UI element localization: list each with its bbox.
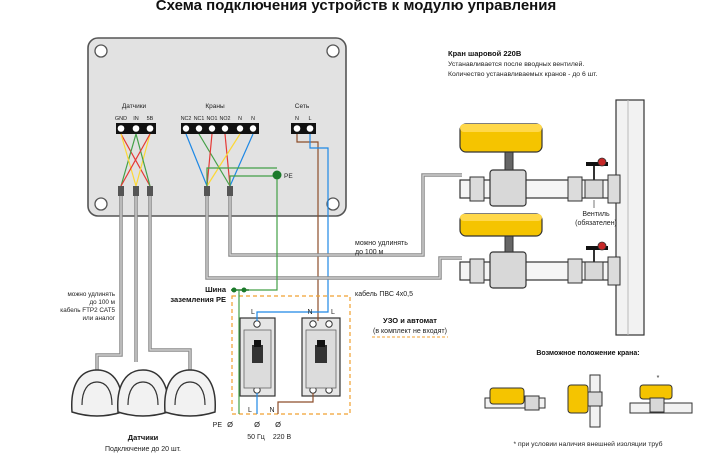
valve-cables-inner [206,174,462,279]
uzo-label-line2: (в комплект не входят) [373,328,447,335]
screw-icon [94,44,108,58]
uzo-label-line1: УЗО и автомат [383,316,437,325]
valve-position-horizontal [484,387,546,411]
sensors-group-label: Датчики [122,103,147,110]
ventil-label-line1: Вентиль [582,211,610,218]
pin-label: L [308,116,311,122]
pe-bus-label-line1: Шина [205,285,227,294]
valve-wires [185,133,254,187]
phi-symbol: Ø [275,420,281,429]
extend-sensor-line1: можно удлинять [67,291,115,298]
diagram-title: Схема подключения устройств к модулю упр… [156,0,556,14]
output-wire-n [277,393,314,414]
pin-label: N [238,116,242,122]
leak-sensor [117,369,169,417]
pin-label: N [251,116,255,122]
pin-label: IN [133,116,139,122]
valves-group-label: Краны [205,103,225,110]
sensor-wires [120,133,151,187]
valve-position-inverted: * [629,375,693,414]
manual-valve [584,241,608,281]
mains-wire-n [296,134,319,300]
sensor-terminal-block [116,123,156,134]
valve-note-line2: Количество устанавливаемых кранов - до 6… [448,71,597,78]
pe-bus-wire [246,179,278,291]
rcd-uzo [301,317,341,397]
control-module: Датчики Краны Сеть GND IN 5B NC2 NC1 NO1… [87,37,347,300]
pe-wires [206,167,277,186]
valve-note-title: Кран шаровой 220В [448,49,522,58]
breaker-l-top-label: L [251,309,255,316]
sensor-cables-inner [96,196,191,372]
mains-wire-l [309,134,329,300]
sensors-footer-subtitle: Подключение до 20 шт. [105,446,181,453]
circuit-breaker [239,317,276,397]
pin-label: NC2 [181,116,192,122]
voltage-label: 220 В [273,434,292,441]
screw-icon [326,197,340,211]
manual-valve [584,157,608,199]
valve-position-vertical [567,374,603,428]
insulation-note: * при условии наличия внешней изоляции т… [513,440,662,448]
valve-note-line1: Устанавливается после вводных вентилей. [448,60,584,68]
pin-label: 5B [147,116,154,122]
extend-sensor-line3: кабель FTP2 CAT5 [60,306,115,314]
pin-label: N [295,116,299,122]
valve-terminal-block [181,123,259,134]
cable-pvs-label: кабель ПВС 4х0,5 [355,290,413,298]
extend-sensor-line2: до 100 м [89,299,115,306]
rcd-n-top-label: N [307,309,312,316]
leak-sensor [164,369,216,417]
pe-bus-terminal [231,287,237,293]
pe-bus-label-line2: заземления PE [170,295,226,304]
breakers-dashed-area [231,295,351,415]
asterisk: * [657,375,660,382]
cable-gland [147,186,153,196]
cable-gland [133,186,139,196]
breaker-n-bottom-label: N [269,407,274,414]
mains-group-label: Сеть [295,103,310,110]
cable-gland [204,186,210,196]
screw-icon [326,44,340,58]
pe-label: PE [284,173,293,180]
pin-label: NC1 [194,116,205,122]
screw-icon [94,197,108,211]
positions-title: Возможное положение крана: [536,350,639,357]
sensors-footer-title: Датчики [128,433,159,442]
pe-bottom-label: PE [213,422,223,429]
extend-valve-line1: можно удлинять [355,240,408,247]
pin-label: NO2 [220,116,231,122]
extend-sensor-line4: или аналог [83,315,116,322]
phi-symbol: Ø [254,420,260,429]
pin-label: GND [115,116,127,122]
vertical-pipe [615,99,645,336]
frequency-label: 50 Гц [247,434,265,441]
motorized-ball-valve [459,213,543,289]
motorized-ball-valve [459,123,543,207]
mains-terminal-block [291,123,316,134]
sensor-cables [95,196,192,372]
phi-symbol: Ø [227,420,233,429]
pe-terminal [272,170,282,180]
cable-gland [118,186,124,196]
extend-valve-line2: до 100 м [355,249,384,256]
mains-wire-l-loop [256,300,329,321]
rcd-l-top-label: L [331,309,335,316]
pin-label: NO1 [207,116,218,122]
pe-bus-terminal [241,287,247,293]
cable-gland [227,186,233,196]
ventil-label-line2: (обязателен) [575,219,617,227]
breaker-l-bottom-label: L [248,407,252,414]
leak-sensor [71,369,123,417]
